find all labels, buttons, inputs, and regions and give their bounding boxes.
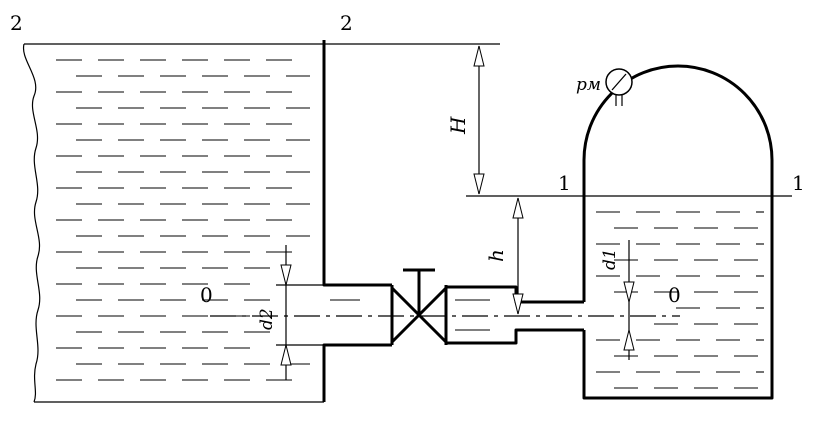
arrow-head [512, 197, 524, 219]
right-closed-tank [466, 64, 792, 400]
label-section-2-right: 2 [340, 11, 353, 35]
left-reservoir-liquid-hatching [56, 59, 310, 381]
arrow-head [512, 293, 524, 315]
label-section-2-left: 2 [10, 11, 23, 35]
label-section-1-left: 1 [558, 171, 571, 195]
label-axis-0-right: 0 [668, 283, 681, 307]
arrow-head [623, 329, 635, 351]
label-dimension-d2: d2 [257, 308, 277, 330]
dimension-H [473, 45, 485, 195]
pipeline [210, 268, 680, 345]
label-dimension-H: H [446, 116, 470, 135]
left-reservoir-break-edge [22, 43, 41, 403]
label-gauge-pressure: pм [576, 75, 601, 95]
arrow-head [473, 173, 485, 195]
arrow-head [280, 264, 292, 286]
dimension-d2 [276, 245, 324, 380]
arrow-head [623, 281, 635, 303]
pipe-after-valve-lower [446, 328, 584, 345]
left-reservoir-wall-lower [322, 343, 392, 402]
pressure-gauge [605, 68, 633, 106]
label-axis-0-left: 0 [200, 283, 213, 307]
arrow-head [473, 45, 485, 67]
label-dimension-h: h [484, 249, 508, 262]
right-tank-liquid-hatching [596, 211, 764, 389]
dimension-h [512, 197, 524, 315]
right-tank-wall [582, 64, 774, 400]
arrow-head [280, 344, 292, 366]
left-reservoir [22, 40, 500, 403]
dimension-d1 [623, 240, 635, 360]
label-section-1-right: 1 [792, 171, 805, 195]
gauge-needle [611, 73, 627, 91]
left-reservoir-wall [322, 40, 392, 287]
label-dimension-d1: d1 [600, 248, 620, 270]
